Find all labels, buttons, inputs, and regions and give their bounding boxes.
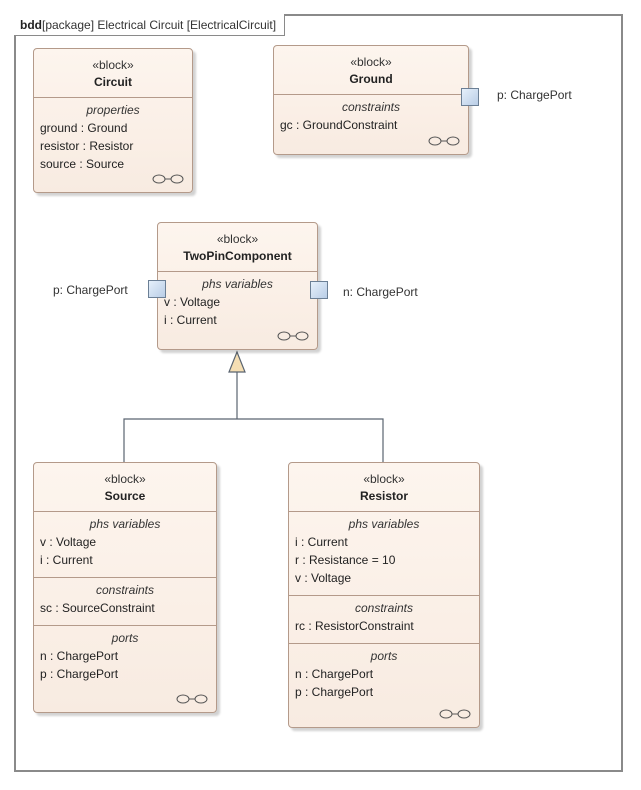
properties-compartment: properties ground : Ground resistor : Re… — [34, 97, 192, 175]
diagram-kind: bdd — [20, 18, 42, 32]
compartment-title: properties — [86, 103, 140, 117]
phs-variables-compartment: phs variables v : Voltage i : Current — [34, 511, 216, 571]
compartment-title: phs variables — [89, 517, 161, 531]
block-ground[interactable]: «block» Ground constraints gc : GroundCo… — [273, 45, 469, 155]
port-label: p: ChargePort — [53, 283, 128, 297]
phs-variables-compartment: phs variables i : Current r : Resistance… — [289, 511, 479, 589]
block-name: TwoPinComponent — [183, 249, 292, 263]
block-stereotype: «block» — [350, 55, 392, 69]
port-row[interactable]: n : ChargePort — [295, 667, 374, 681]
block-circuit[interactable]: «block» Circuit properties ground : Grou… — [33, 48, 193, 193]
variable-row[interactable]: v : Voltage — [164, 295, 221, 309]
block-resistor[interactable]: «block» Resistor phs variables i : Curre… — [288, 462, 480, 728]
compartment-title: constraints — [354, 601, 414, 615]
glasses-icon — [439, 709, 471, 719]
variable-row[interactable]: v : Voltage — [295, 571, 352, 585]
ports-compartment: ports n : ChargePort p : ChargePort — [34, 625, 216, 685]
ports-compartment: ports n : ChargePort p : ChargePort — [289, 643, 479, 703]
diagram-frame-tab: bdd[package] Electrical Circuit [Electri… — [14, 14, 286, 36]
block-name: Source — [104, 489, 146, 503]
glasses-icon — [428, 136, 460, 146]
glasses-icon — [176, 694, 208, 704]
block-stereotype: «block» — [363, 472, 405, 486]
compartment-title: phs variables — [202, 277, 273, 291]
glasses-icon — [277, 331, 309, 341]
block-name: Circuit — [93, 75, 132, 89]
glasses-icon — [152, 174, 184, 184]
compartment-title: constraints — [95, 583, 155, 597]
generalization-line[interactable] — [123, 372, 384, 462]
port-row[interactable]: n : ChargePort — [40, 649, 119, 663]
property-row[interactable]: resistor : Resistor — [40, 139, 134, 153]
variable-row[interactable]: r : Resistance = 10 — [295, 553, 396, 567]
block-source[interactable]: «block» Source phs variables v : Voltage… — [33, 462, 217, 713]
variable-row[interactable]: i : Current — [164, 313, 217, 327]
diagram-title: [package] Electrical Circuit [Electrical… — [42, 18, 277, 32]
constraint-row[interactable]: sc : SourceConstraint — [40, 601, 155, 615]
block-twopincomponent[interactable]: «block» TwoPinComponent phs variables v … — [157, 222, 318, 350]
compartment-title: phs variables — [348, 517, 420, 531]
block-stereotype: «block» — [104, 472, 146, 486]
port-icon[interactable] — [461, 88, 479, 106]
constraints-compartment: constraints sc : SourceConstraint — [34, 577, 216, 619]
port-icon[interactable] — [310, 281, 328, 299]
constraints-compartment: constraints rc : ResistorConstraint — [289, 595, 479, 637]
variable-row[interactable]: v : Voltage — [40, 535, 97, 549]
variable-row[interactable]: i : Current — [295, 535, 348, 549]
generalization-arrow[interactable] — [228, 350, 246, 373]
port-row[interactable]: p : ChargePort — [40, 667, 119, 681]
block-name: Ground — [349, 72, 393, 86]
block-name: Resistor — [359, 489, 409, 503]
block-stereotype: «block» — [216, 232, 259, 246]
port-row[interactable]: p : ChargePort — [295, 685, 374, 699]
compartment-title: constraints — [341, 100, 401, 114]
constraint-row[interactable]: gc : GroundConstraint — [280, 118, 398, 132]
diagram-frame — [14, 14, 623, 772]
block-stereotype: «block» — [92, 58, 134, 72]
compartment-title: ports — [111, 631, 139, 645]
phs-variables-compartment: phs variables v : Voltage i : Current — [158, 271, 317, 331]
property-row[interactable]: source : Source — [40, 157, 125, 171]
port-label: p: ChargePort — [497, 88, 572, 102]
port-label: n: ChargePort — [343, 285, 418, 299]
compartment-title: ports — [370, 649, 398, 663]
variable-row[interactable]: i : Current — [40, 553, 93, 567]
property-row[interactable]: ground : Ground — [40, 121, 128, 135]
port-icon[interactable] — [148, 280, 166, 298]
constraint-row[interactable]: rc : ResistorConstraint — [295, 619, 414, 633]
constraints-compartment: constraints gc : GroundConstraint — [274, 94, 468, 136]
